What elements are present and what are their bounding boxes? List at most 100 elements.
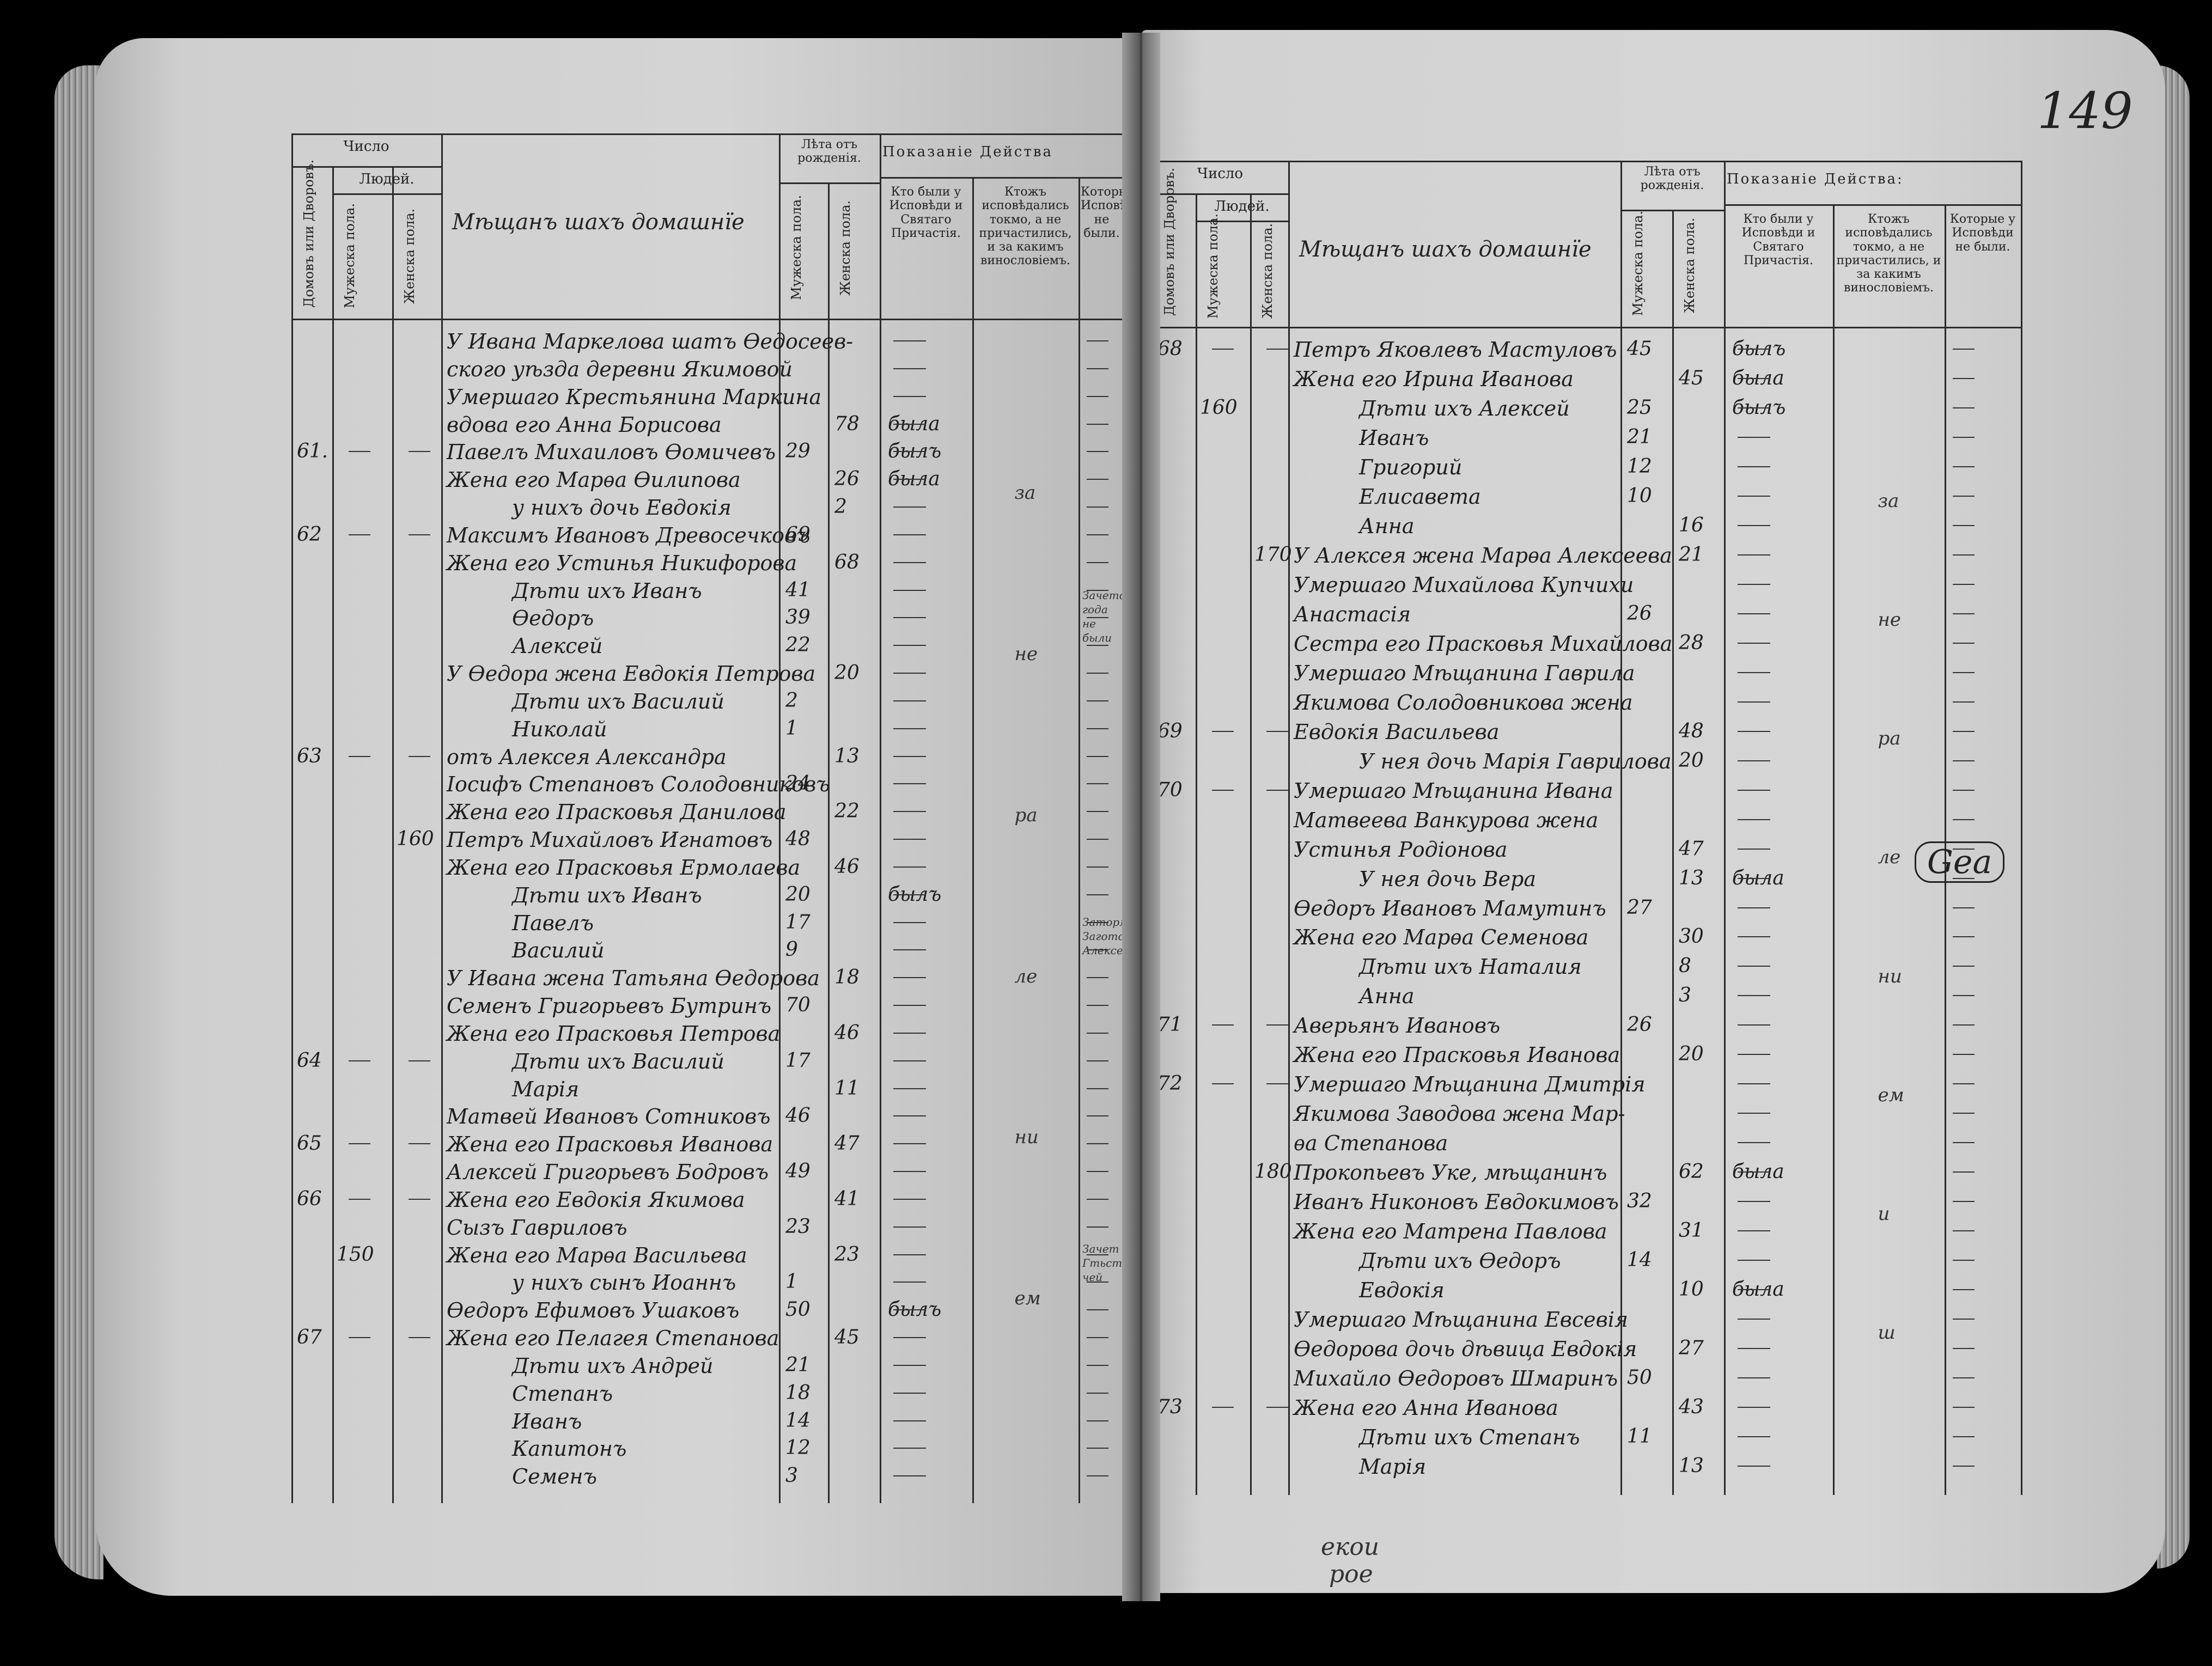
age-male: 41: [785, 578, 811, 601]
entry-text: Дѣти ихъ Андрей: [512, 1353, 714, 1378]
margin-mark: Gea: [1915, 841, 2005, 883]
entry-text: Жена его Марѳа Васильева: [447, 1243, 747, 1267]
age-female: 46: [834, 855, 860, 878]
column-line-7: [972, 177, 974, 1503]
vertical-note: не: [1878, 609, 1902, 631]
col-confession: Кто были у Исповѣди и Святаго Причастія.: [889, 185, 963, 240]
vertical-note: ра: [1014, 804, 1038, 826]
house-number: 68: [1157, 338, 1183, 360]
dash-mark: [1953, 1083, 1975, 1085]
entry-text: Якимова Солодовникова жена: [1294, 690, 1633, 715]
age-female: 16: [1679, 514, 1704, 536]
dash-mark: [893, 1060, 926, 1061]
dash-mark: [349, 451, 370, 453]
column-line-7: [1833, 204, 1835, 1495]
age-female: 3: [1679, 984, 1691, 1007]
dash-mark: [349, 534, 370, 535]
age-female: 13: [1679, 866, 1704, 889]
dash-mark: [893, 1171, 926, 1172]
entry-text: Максимъ Ивановъ Древосечковъ: [447, 523, 811, 547]
age-female: 20: [834, 662, 860, 684]
age-female: 20: [1679, 1043, 1704, 1066]
dash-mark: [1953, 730, 1975, 732]
dash-mark: [1953, 1436, 1975, 1438]
age-male: 49: [785, 1160, 811, 1182]
age-female: 23: [834, 1243, 860, 1266]
dash-mark: [893, 866, 926, 868]
col-houses: Домовъ или Дворовъ.: [1162, 167, 1177, 316]
dash-mark: [893, 589, 926, 591]
header-action: Показаніе Действа:: [1727, 171, 1904, 187]
dash-mark: [1087, 1171, 1108, 1172]
entry-text: Семенъ: [512, 1464, 597, 1489]
vertical-note: ни: [1878, 965, 1902, 987]
people-total: 160: [397, 828, 434, 850]
entry-text: Семенъ Григорьевъ Бутринъ: [447, 994, 772, 1018]
dash-mark: [893, 1254, 926, 1255]
dash-mark: [1087, 1337, 1108, 1338]
dash-mark: [1212, 730, 1234, 732]
dash-mark: [1212, 1083, 1234, 1085]
col-not-confessed: Которые Исповѣди не были.: [1081, 185, 1141, 240]
dash-mark: [1087, 1198, 1108, 1200]
dash-mark: [1953, 1142, 1975, 1144]
dash-mark: [1087, 783, 1108, 785]
entry-text: Жена его Прасковья Данилова: [447, 800, 787, 825]
entry-text: У Ивана Маркелова шатъ Ѳедосеев-: [447, 329, 854, 353]
dash-mark: [1953, 377, 1975, 379]
dash-mark: [1953, 701, 1975, 703]
house-number: 67: [297, 1326, 322, 1348]
age-male: 22: [785, 634, 811, 657]
dash-mark: [409, 1060, 430, 1061]
dash-mark: [1212, 789, 1234, 791]
people-total: 180: [1254, 1161, 1292, 1183]
vertical-note: ра: [1878, 728, 1901, 750]
age-female: 8: [1679, 955, 1691, 978]
age-female: 48: [1679, 719, 1704, 742]
dash-mark: [1953, 1466, 1975, 1467]
age-male: 50: [1627, 1366, 1652, 1389]
entry-text: Умершаго Мѣщанина Гаврила: [1294, 661, 1635, 685]
house-number: 72: [1157, 1072, 1183, 1095]
dash-mark: [1953, 1348, 1975, 1350]
column-line-3: [1288, 161, 1290, 1495]
dash-mark: [1738, 1466, 1770, 1467]
col-male: Мужеска пола.: [342, 203, 357, 309]
dash-mark: [1266, 1407, 1288, 1408]
dash-mark: [1266, 1083, 1288, 1085]
header-number: Число: [343, 138, 389, 155]
age-female: 45: [834, 1326, 860, 1348]
dash-mark: [893, 423, 926, 425]
header-sub-line: [291, 166, 441, 168]
dash-mark: [893, 1032, 926, 1034]
house-number: 61.: [297, 440, 328, 463]
header-people: Людей.: [1214, 198, 1270, 215]
dash-mark: [1953, 966, 1975, 967]
age-male: 21: [785, 1353, 811, 1376]
dash-mark: [1087, 1364, 1108, 1366]
dash-mark: [1087, 1448, 1108, 1449]
age-male: 10: [1627, 484, 1652, 507]
entry-text: у нихъ дочь Евдокія: [512, 496, 732, 520]
age-male: 26: [1627, 602, 1652, 625]
dash-mark: [409, 451, 430, 453]
dash-mark: [893, 755, 926, 757]
dash-mark: [409, 534, 430, 535]
dash-mark: [893, 451, 926, 453]
dash-mark: [1738, 789, 1770, 791]
entry-text: Евдокія Васильева: [1294, 719, 1500, 744]
dash-mark: [349, 1060, 370, 1061]
age-female: 21: [1679, 543, 1704, 566]
dash-mark: [1738, 1024, 1770, 1026]
dash-mark: [1738, 466, 1770, 467]
age-male: 20: [785, 883, 811, 906]
dash-mark: [893, 1198, 926, 1200]
entry-text: Анна: [1359, 984, 1415, 1009]
dash-mark: [1087, 949, 1108, 951]
dash-mark: [893, 673, 926, 674]
dash-mark: [1087, 1254, 1108, 1255]
entry-text: Ѳедоръ Ивановъ Мамутинъ: [1294, 896, 1606, 920]
age-female: 13: [1679, 1455, 1704, 1478]
dash-mark: [1953, 613, 1975, 614]
entry-text: Жена его Прасковья Иванова: [1294, 1043, 1620, 1067]
